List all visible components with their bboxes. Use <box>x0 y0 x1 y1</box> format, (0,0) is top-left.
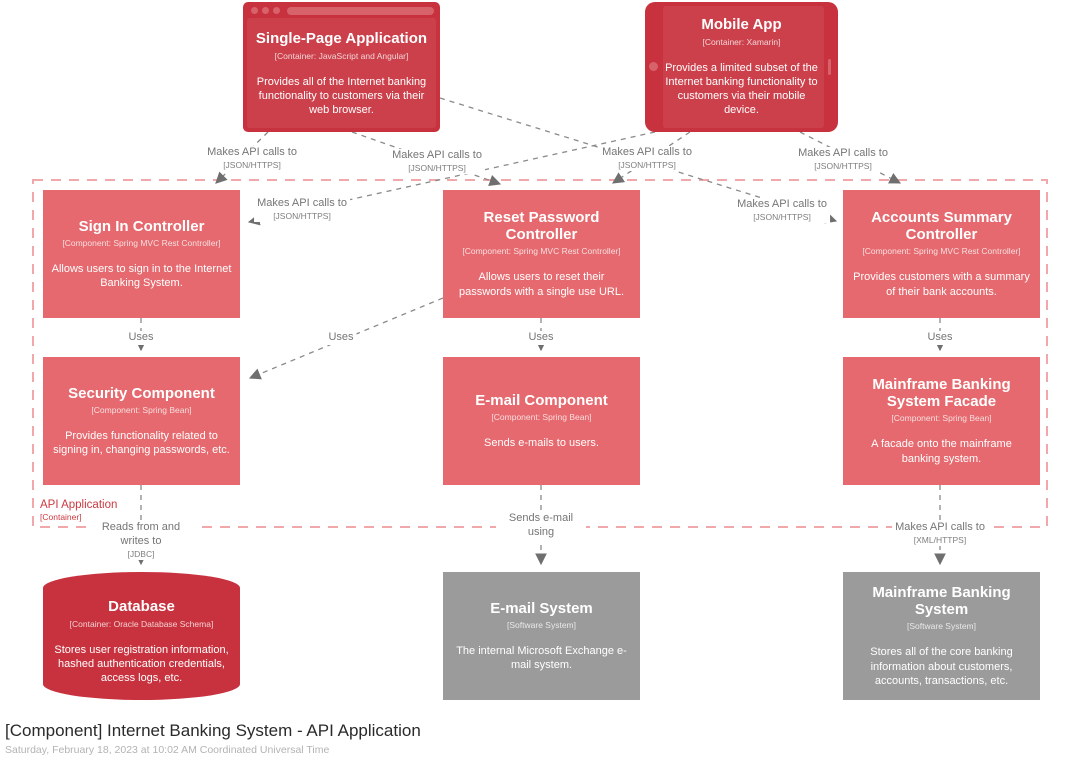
node-mainframe-banking-system-facade[interactable]: Mainframe Banking System Facade [Compone… <box>843 357 1040 485</box>
edge-label-security-database: Reads from and writes to [JDBC] <box>86 521 196 560</box>
edge-spa-reset <box>351 131 502 187</box>
diagram-timestamp: Saturday, February 18, 2023 at 10:02 AM … <box>5 744 330 756</box>
node-meta: [Component: Spring MVC Rest Controller] <box>462 246 621 257</box>
browser-dot-icon <box>273 7 280 14</box>
edge-label-spa-accounts: Makes API calls to [JSON/HTTPS] <box>734 198 830 224</box>
node-email-component[interactable]: E-mail Component [Component: Spring Bean… <box>443 357 640 485</box>
node-title: Mobile App <box>701 16 782 34</box>
node-meta: [Component: Spring Bean] <box>891 413 992 424</box>
mobile-side-bar-icon <box>828 59 831 75</box>
node-description: Stores all of the core banking informati… <box>870 646 1013 687</box>
node-meta: [Container: Xamarin] <box>702 36 781 47</box>
node-description: Provides all of the Internet banking fun… <box>256 75 427 117</box>
node-email-system[interactable]: E-mail System [Software System] The inte… <box>443 572 640 700</box>
edge-label-reset-email: Uses <box>525 331 557 345</box>
node-content: Single-Page Application [Container: Java… <box>243 16 440 132</box>
node-security-component[interactable]: Security Component [Component: Spring Be… <box>43 357 240 485</box>
node-meta: [Software System] <box>507 619 576 630</box>
api-application-boundary <box>32 179 1048 528</box>
browser-screen <box>247 18 436 128</box>
node-meta: [Container: Oracle Database Schema] <box>69 618 214 629</box>
browser-dot-icon <box>262 7 269 14</box>
edge-label-spa-signin: Makes API calls to [JSON/HTTPS] <box>204 146 300 172</box>
node-description: Allows users to sign in to the Internet … <box>51 262 232 290</box>
diagram-title: [Component] Internet Banking System - AP… <box>5 721 421 740</box>
edge-label-mobile-reset: Makes API calls to [JSON/HTTPS] <box>599 146 695 172</box>
edge-label-email-emailsystem: Sends e-mail using <box>496 512 586 540</box>
boundary-name: API Application <box>40 499 118 511</box>
node-meta: [Container: JavaScript and Angular] <box>274 50 409 61</box>
boundary-label-api-application: API Application [Container] <box>40 498 117 523</box>
node-title: Accounts Summary Controller <box>871 208 1012 244</box>
node-meta: [Software System] <box>907 621 976 632</box>
node-meta: [Component: Spring MVC Rest Controller] <box>62 237 221 248</box>
node-description: A facade onto the mainframe banking syst… <box>871 438 1012 465</box>
node-meta: [Component: Spring Bean] <box>491 411 592 422</box>
edge-label-accounts-facade: Uses <box>924 331 956 345</box>
mobile-home-button-icon <box>649 62 658 71</box>
node-description: Sends e-mails to users. <box>484 437 599 449</box>
node-mainframe-banking-system[interactable]: Mainframe Banking System [Software Syste… <box>843 572 1040 700</box>
browser-dot-icon <box>251 7 258 14</box>
node-title: Database <box>108 598 175 616</box>
node-mobile-app[interactable]: Mobile App [Container: Xamarin] Provides… <box>645 2 838 132</box>
node-title: Mainframe Banking System Facade <box>872 375 1011 411</box>
node-sign-in-controller[interactable]: Sign In Controller [Component: Spring MV… <box>43 190 240 318</box>
edge-label-facade-mainframe: Makes API calls to [XML/HTTPS] <box>892 521 988 547</box>
node-description: Provides customers with a summary of the… <box>853 271 1030 298</box>
edge-label-mobile-signin: Makes API calls to [JSON/HTTPS] <box>254 197 350 223</box>
edge-label-reset-security: Uses <box>325 331 357 345</box>
node-title: Sign In Controller <box>78 217 205 235</box>
node-title: E-mail System <box>490 599 593 617</box>
node-content: Mobile App [Container: Xamarin] Provides… <box>653 2 830 132</box>
node-description: Allows users to reset their passwords wi… <box>458 271 625 298</box>
node-meta: [Component: Spring MVC Rest Controller] <box>862 246 1021 257</box>
database-cylinder-icon <box>43 572 240 700</box>
node-title: Single-Page Application <box>255 30 428 48</box>
node-title: E-mail Component <box>475 391 608 409</box>
node-accounts-summary-controller[interactable]: Accounts Summary Controller [Component: … <box>843 190 1040 318</box>
node-description: Stores user registration information, ha… <box>54 643 229 685</box>
mobile-screen <box>663 6 824 128</box>
browser-address-bar-icon <box>287 7 434 15</box>
edge-label-spa-reset: Makes API calls to [JSON/HTTPS] <box>389 149 485 175</box>
edge-label-mobile-accounts: Makes API calls to [JSON/HTTPS] <box>795 147 891 173</box>
node-description: Provides a limited subset of the Interne… <box>665 61 818 117</box>
node-title: Mainframe Banking System <box>872 583 1011 619</box>
node-reset-password-controller[interactable]: Reset Password Controller [Component: Sp… <box>443 190 640 318</box>
edge-mobile-accounts <box>799 131 902 184</box>
node-database[interactable]: Database [Container: Oracle Database Sch… <box>43 572 240 700</box>
boundary-type: [Container] <box>40 512 82 523</box>
node-meta: [Component: Spring Bean] <box>91 404 192 415</box>
node-single-page-application[interactable]: Single-Page Application [Container: Java… <box>243 2 440 132</box>
edge-spa-signin <box>215 131 269 184</box>
node-title: Reset Password Controller <box>483 208 600 244</box>
edge-label-signin-security: Uses <box>125 331 157 345</box>
node-description: The internal Microsoft Exchange e-mail s… <box>456 644 627 672</box>
node-content: Database [Container: Oracle Database Sch… <box>43 584 240 700</box>
node-title: Security Component <box>68 384 215 402</box>
node-description: Provides functionality related to signin… <box>53 429 230 457</box>
